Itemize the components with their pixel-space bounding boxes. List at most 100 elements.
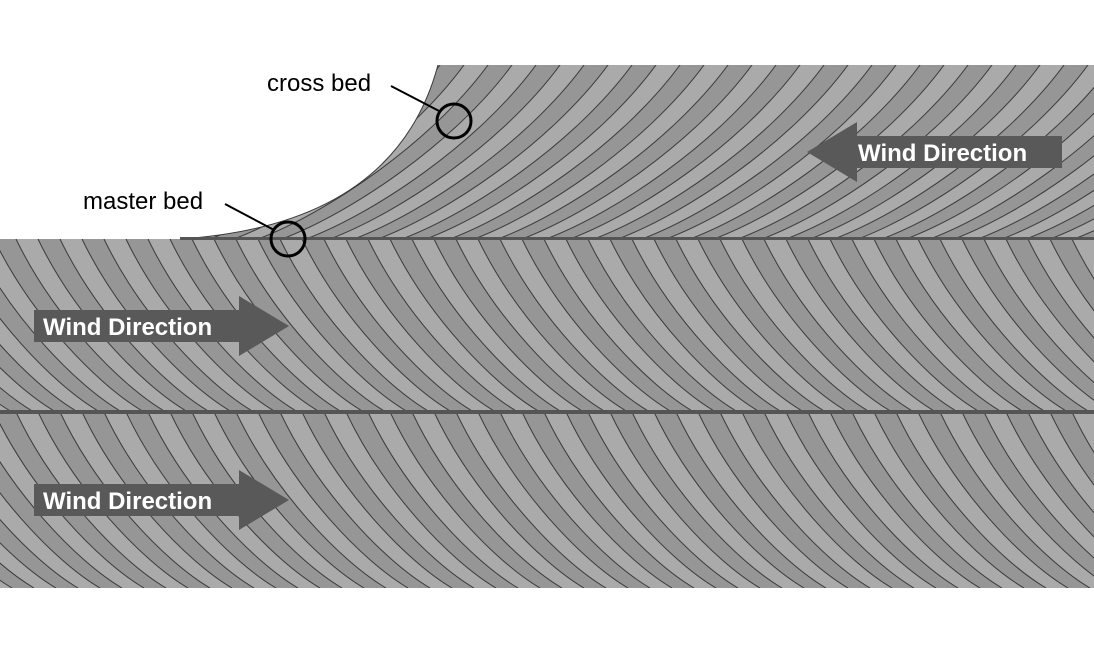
foreset-lamina-line [641,65,873,239]
foreset-lamina-line [1049,65,1094,239]
foreset-lamina-line [763,412,915,588]
wind-direction-arrow-top: Wind Direction [807,122,1062,182]
foreset-band [874,412,1046,588]
foreset-lamina-line [929,65,1094,239]
foreset-band [170,239,342,412]
foreset-lamina-line [741,412,893,588]
foreset-lamina-line [543,412,695,588]
foreset-lamina-line [895,412,1047,588]
foreset-band [698,239,870,412]
wind-direction-arrow-middle: Wind Direction [34,296,289,356]
foreset-lamina-line [809,65,1041,239]
foreset-lamina-line [983,412,1094,559]
foreset-lamina-line [761,65,993,239]
wind-direction-arrow-bottom: Wind Direction [34,470,289,530]
foreset-lamina-line [697,239,849,412]
foreset-lamina-line [345,412,497,588]
foreset-band [874,239,1046,412]
foreset-lamina-line [785,65,1017,239]
master-bed-leader-line [224,203,275,231]
foreset-band [1006,239,1094,362]
foreset-band [126,412,298,588]
foreset-lamina-line [15,239,167,412]
foreset-lamina-line [0,562,35,588]
foreset-lamina-line [587,412,739,588]
foreset-band [830,412,1002,588]
foreset-lamina-line [323,239,475,412]
foreset-band [1006,412,1094,537]
foreset-lamina-line [499,412,651,588]
foreset-lamina-line [521,65,753,239]
foreset-lamina-line [631,412,783,588]
foreset-lamina-line [191,412,343,588]
foreset-band [546,65,800,239]
foreset-band [522,239,694,412]
foreset-band [498,65,752,239]
master-bed-marker-circle [269,220,307,258]
foreset-lamina-line [213,412,365,588]
foreset-band [786,65,1040,239]
foreset-lamina-line [433,239,585,412]
foreset-lamina-line [411,239,563,412]
foreset-lamina-line [389,239,541,412]
foreset-lamina-line [425,65,657,239]
foreset-lamina-line [147,239,299,412]
foreset-lamina-line [653,239,805,412]
foreset-band [258,65,512,239]
foreset-lamina-line [281,65,513,239]
foreset-lamina-line [1049,412,1094,486]
foreset-lamina-line [279,239,431,412]
foreset-lamina-line [235,239,387,412]
foreset-band [258,239,430,412]
foreset-band [786,412,958,588]
foreset-lamina-line [713,65,945,239]
foreset-lamina-line [873,412,1025,588]
foreset-lamina-line [15,412,167,588]
foreset-lamina-line [257,65,489,239]
foreset-lamina-line [1005,412,1094,538]
foreset-lamina-line [719,412,871,588]
middle-cross-bed-set [0,239,1094,412]
foreset-lamina-line [81,412,233,588]
foreset-lamina-line [477,239,629,412]
foreset-lamina-line [0,286,123,412]
foreset-lamina-line [455,412,607,588]
foreset-lamina-line [917,412,1069,588]
foreset-lamina-line [449,65,681,239]
foreset-lamina-line [213,239,365,412]
foreset-lamina-line [37,412,189,588]
foreset-lamina-line [0,343,79,412]
foreset-lamina-line [1071,239,1094,280]
foreset-lamina-line [609,412,761,588]
foreset-band [258,412,430,588]
foreset-band [654,412,826,588]
foreset-band [478,412,650,588]
foreset-band [0,563,34,588]
foreset-lamina-line [301,412,453,588]
lower-master-bed-line [0,410,1094,414]
foreset-lamina-line [0,366,57,412]
foreset-band [434,239,606,412]
arrow-right-shape [34,296,289,356]
foreset-lamina-line [593,65,825,239]
foreset-lamina-line [829,412,981,588]
foreset-band [522,412,694,588]
foreset-band [610,412,782,588]
foreset-band [0,387,34,412]
foreset-band [38,239,210,412]
master-bed-line [180,237,1094,240]
foreset-lamina-line [477,412,629,588]
foreset-band [434,412,606,588]
foreset-lamina-line [59,239,211,412]
foreset-band [786,239,958,412]
foreset-lamina-line [569,65,801,239]
foreset-band [214,412,386,588]
foreset-band [214,239,386,412]
cross-bed-leader-line [390,85,442,113]
foreset-lamina-line [499,239,651,412]
foreset-lamina-line [473,65,705,239]
foreset-lamina-line [1049,239,1094,312]
foreset-lamina-line [961,412,1094,577]
wind-direction-label: Wind Direction [43,314,212,341]
